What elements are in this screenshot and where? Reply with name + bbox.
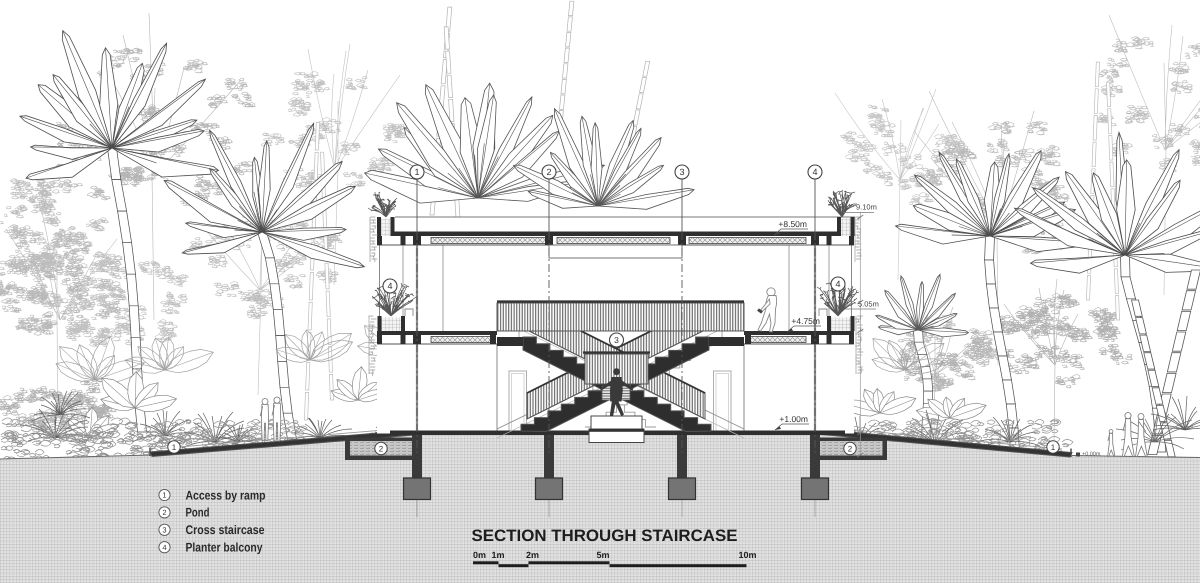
svg-text:2m: 2m [526,550,539,560]
svg-text:10m: 10m [739,550,757,560]
svg-text:9.10m: 9.10m [856,203,877,212]
svg-text:1: 1 [1051,443,1056,452]
svg-text:3: 3 [162,526,166,535]
svg-text:4: 4 [812,167,817,177]
svg-text:1m: 1m [492,550,505,560]
svg-text:Cross staircase: Cross staircase [186,523,265,537]
svg-text:2: 2 [848,444,853,453]
svg-text:SECTION THROUGH STAIRCASE: SECTION THROUGH STAIRCASE [472,527,738,545]
svg-text:+0.00m: +0.00m [1082,452,1101,458]
svg-text:2: 2 [546,167,551,177]
svg-text:3: 3 [614,335,619,345]
svg-text:2: 2 [162,508,166,517]
svg-text:+8.50m: +8.50m [778,219,807,229]
svg-text:0m: 0m [473,550,486,560]
svg-text:4: 4 [835,279,840,289]
svg-text:Pond: Pond [186,506,210,520]
svg-text:4: 4 [162,543,166,552]
svg-text:4: 4 [387,281,392,291]
svg-text:+1.00m: +1.00m [779,414,808,424]
svg-text:Access by ramp: Access by ramp [186,488,266,502]
svg-text:5m: 5m [597,550,610,560]
svg-text:1: 1 [172,443,177,452]
svg-text:5.05m: 5.05m [858,300,879,309]
svg-text:+4.75m: +4.75m [791,316,820,326]
svg-text:Planter balcony: Planter balcony [186,541,263,555]
svg-text:1: 1 [162,491,166,500]
svg-text:3: 3 [679,167,684,177]
svg-text:2: 2 [379,444,384,453]
svg-text:1: 1 [414,167,419,177]
